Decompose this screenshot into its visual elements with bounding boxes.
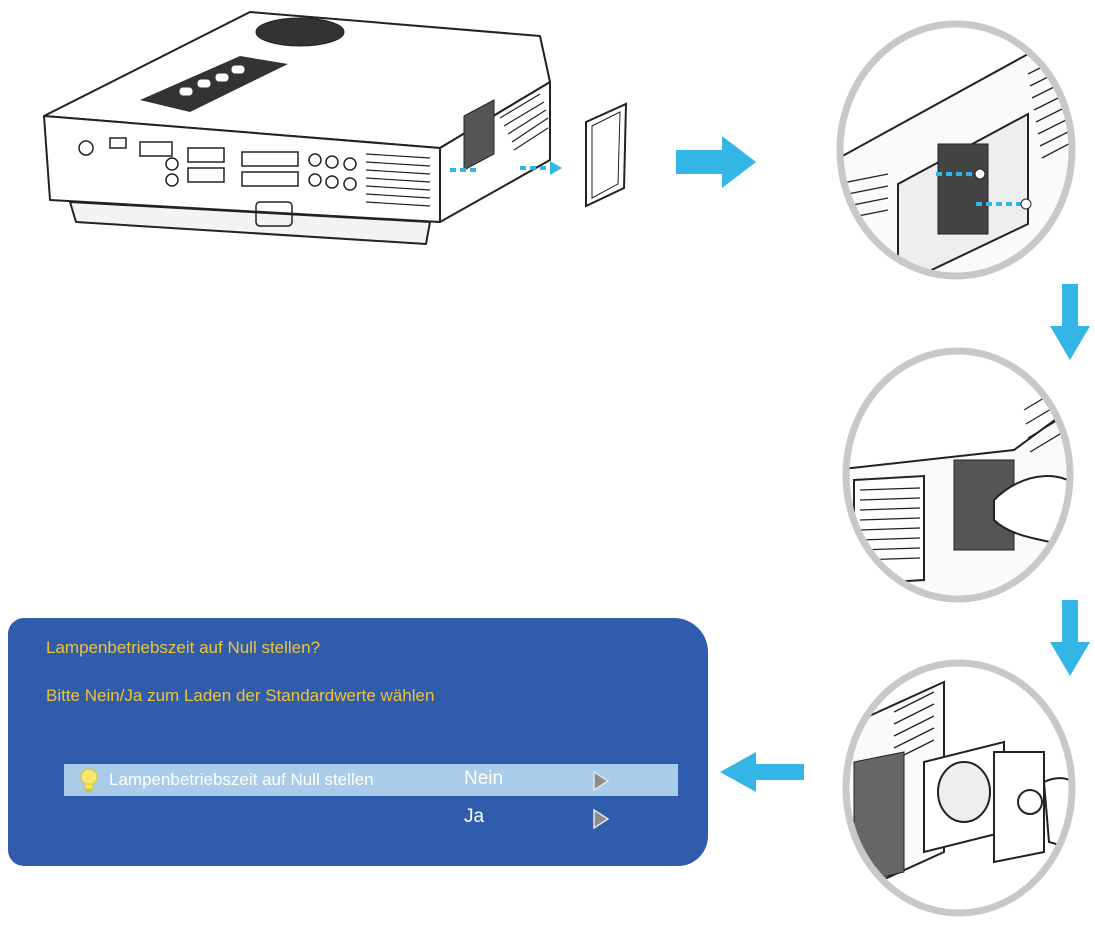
closeup-circle-step2 bbox=[828, 14, 1084, 286]
arrow-right-icon bbox=[676, 136, 756, 188]
triangle-right-icon[interactable] bbox=[592, 808, 610, 830]
option-ja[interactable]: Ja bbox=[464, 806, 485, 827]
bulb-icon bbox=[78, 768, 100, 792]
triangle-right-icon[interactable] bbox=[592, 770, 610, 792]
arrow-down-icon bbox=[1050, 284, 1090, 360]
closeup-circle-step3 bbox=[834, 340, 1082, 610]
option-nein[interactable]: Nein bbox=[464, 768, 504, 789]
menu-item-label: Lampenbetriebszeit auf Null stellen bbox=[109, 770, 374, 789]
menu-row-nein[interactable]: Lampenbetriebszeit auf Null stellen Nein bbox=[64, 764, 678, 796]
menu-row-ja[interactable]: Ja bbox=[64, 802, 678, 834]
dialog-question: Lampenbetriebszeit auf Null stellen? bbox=[46, 638, 321, 657]
dialog-instruction: Bitte Nein/Ja zum Laden der Standardwert… bbox=[46, 686, 435, 705]
lamp-reset-dialog: Lampenbetriebszeit auf Null stellen? Bit… bbox=[8, 618, 708, 866]
arrow-down-icon bbox=[1050, 600, 1090, 676]
arrow-left-icon bbox=[720, 752, 804, 792]
closeup-circle-step4 bbox=[834, 652, 1084, 924]
projector-illustration bbox=[30, 8, 670, 248]
